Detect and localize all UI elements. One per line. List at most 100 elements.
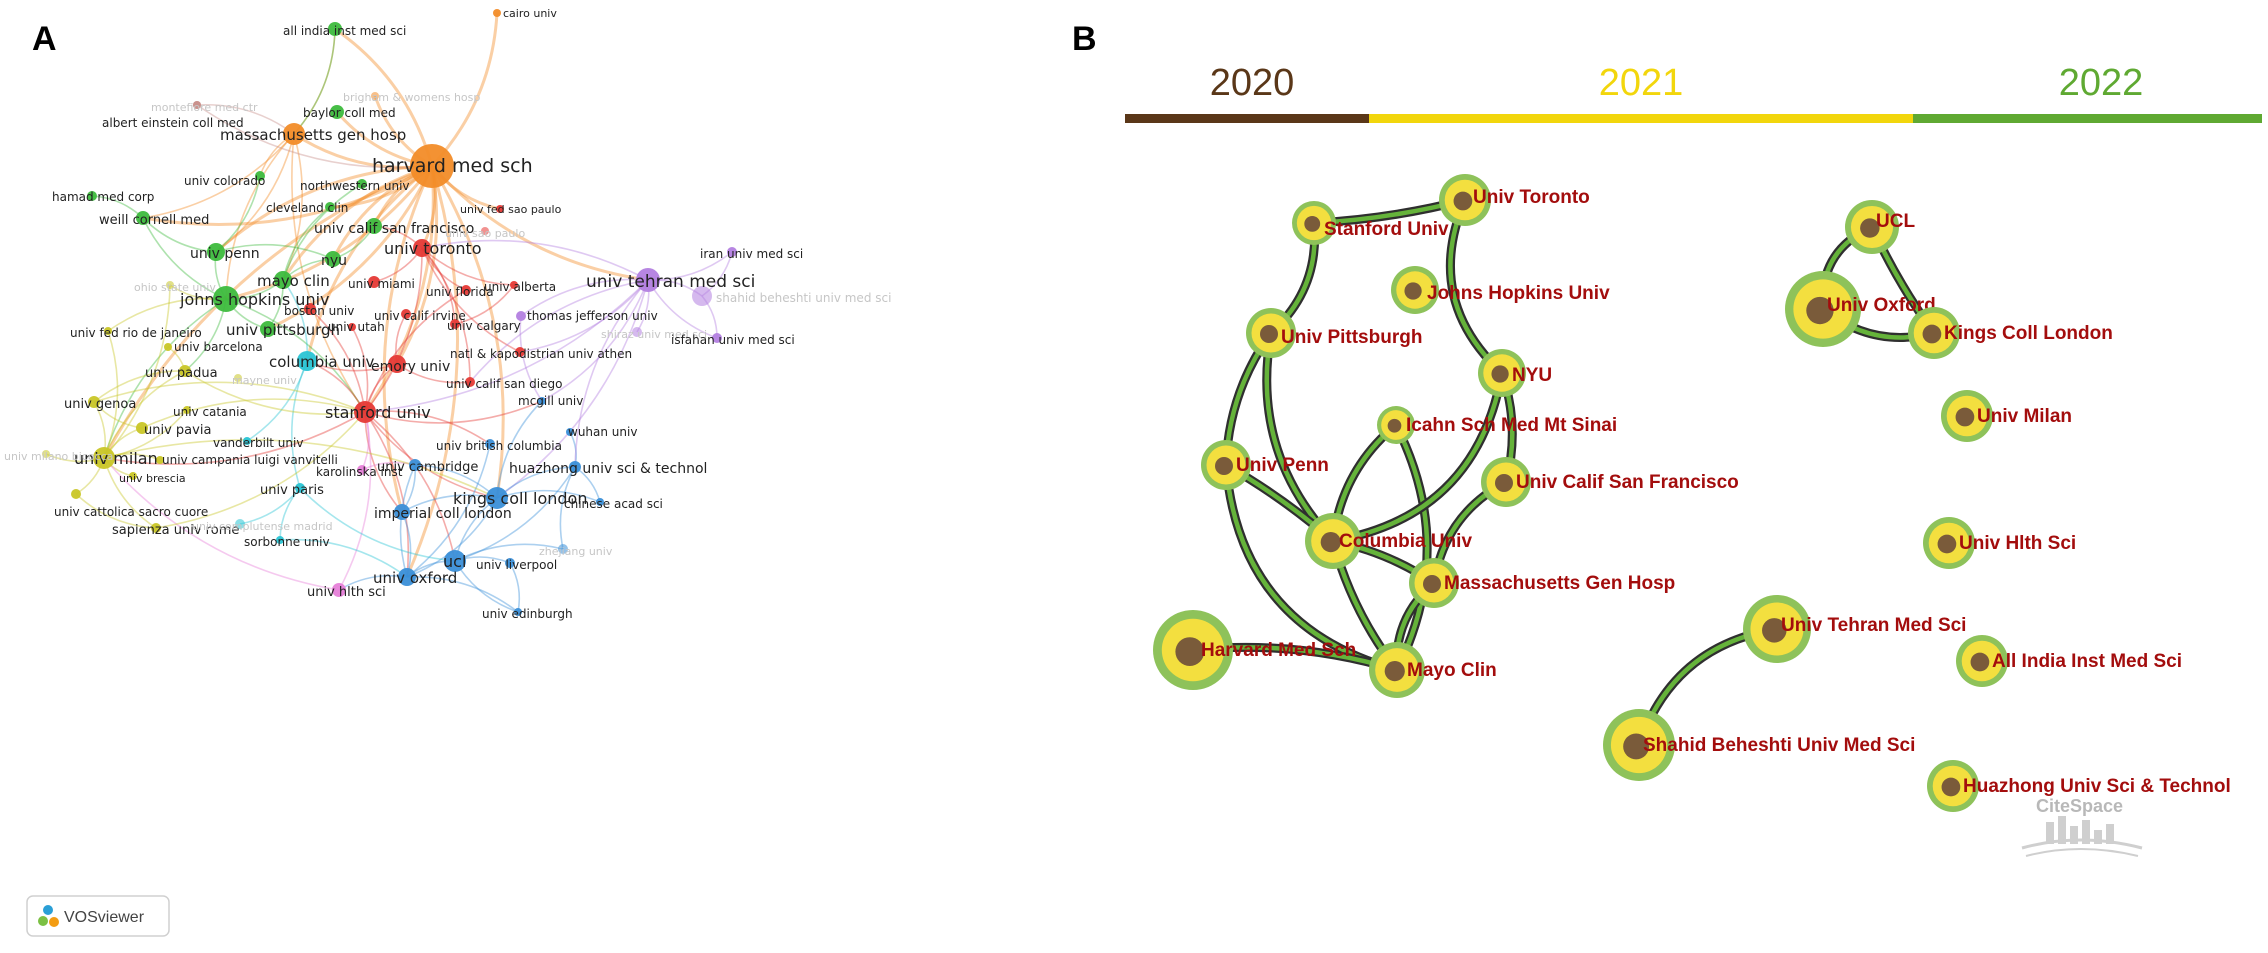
network-node	[274, 271, 292, 289]
network-node	[398, 568, 416, 586]
network-node	[461, 285, 471, 295]
network-edge	[364, 247, 423, 413]
network-node-label: vanderbilt univ	[213, 436, 303, 450]
network-node	[388, 355, 406, 373]
network-node-label: univ miami	[348, 277, 415, 291]
network-node	[510, 281, 518, 289]
network-edge	[103, 370, 186, 459]
network-node	[450, 319, 460, 329]
network-edge	[454, 543, 564, 562]
node-core-2020	[1175, 637, 1205, 666]
network-node	[297, 351, 317, 371]
network-edge	[225, 133, 295, 300]
node-core-2020	[1495, 474, 1513, 492]
network-edge	[421, 247, 521, 353]
node-core-2020	[1423, 575, 1441, 593]
network-node-label: univ cambridge	[377, 460, 478, 475]
citespace-node-label: Icahn Sch Med Mt Sinai	[1406, 415, 1617, 436]
network-edge	[291, 360, 308, 489]
network-node	[193, 101, 201, 109]
vosviewer-logo-text: VOSviewer	[64, 909, 145, 926]
network-node-label: ohio state univ	[134, 281, 216, 294]
network-node	[348, 323, 356, 331]
network-node	[444, 550, 466, 572]
network-edge	[338, 411, 372, 591]
network-node-label: zhejiang univ	[539, 545, 613, 558]
node-core-2020	[1937, 534, 1957, 554]
network-edge	[239, 487, 301, 525]
network-node	[183, 406, 191, 414]
network-edge	[293, 28, 336, 135]
network-node-label: univ alberta	[484, 280, 556, 294]
network-edge	[103, 284, 171, 459]
network-node	[295, 483, 305, 493]
network-node-label: northwestern univ	[300, 179, 410, 193]
node-core-2020	[1260, 325, 1278, 343]
year-label-2020: 2020	[1210, 62, 1295, 104]
network-node-label: univ british columbia	[436, 439, 562, 453]
network-node-label: chinese acad sci	[564, 497, 663, 511]
network-node-label: univ calif san francisco	[314, 221, 474, 237]
network-node	[692, 286, 712, 306]
network-edge	[364, 411, 498, 499]
network-node-label: univ hlth sci	[307, 585, 386, 600]
network-node-label: univ pavia	[144, 423, 211, 438]
node-core-2020	[1955, 407, 1975, 427]
network-node-label: univ calif irvine	[374, 309, 466, 323]
network-node	[485, 439, 495, 449]
network-node-label: hamad med corp	[52, 190, 154, 204]
network-node	[493, 9, 501, 17]
network-node	[328, 22, 342, 36]
network-edge	[215, 164, 433, 254]
network-edge	[454, 284, 515, 325]
network-edge	[184, 370, 366, 415]
vosviewer-icon	[38, 905, 59, 927]
network-edge	[107, 297, 227, 332]
network-node-label: huazhong univ sci & technol	[509, 461, 707, 477]
network-node-label: iran univ med sci	[700, 247, 803, 261]
network-node	[207, 243, 225, 261]
network-node	[235, 519, 245, 529]
network-node	[538, 397, 546, 405]
network-edge	[559, 466, 576, 550]
node-core-2020	[1970, 652, 1990, 672]
network-edge	[225, 298, 366, 413]
citespace-node-label: Stanford Univ	[1324, 219, 1449, 240]
network-edge	[267, 165, 434, 331]
network-node-label: brigham & womens hosp	[343, 91, 480, 104]
network-edge	[520, 278, 649, 317]
network-edge	[421, 247, 471, 383]
network-node-label: karolinska inst	[316, 465, 403, 479]
network-node	[151, 523, 161, 533]
network-edge	[406, 576, 519, 613]
network-edge	[399, 464, 416, 578]
citespace-watermark: CiteSpace	[2021, 796, 2143, 857]
citespace-node-label: Kings Coll London	[1944, 323, 2113, 344]
network-node-label: emory univ	[371, 359, 450, 375]
network-node	[566, 428, 574, 436]
network-edge	[364, 279, 649, 413]
timeline-link-outline	[1328, 368, 1507, 546]
network-edge	[430, 165, 505, 499]
citespace-node-label: All India Inst Med Sci	[1992, 651, 2182, 672]
network-edge	[93, 381, 366, 413]
network-node	[515, 347, 525, 357]
citespace-node-label: Harvard Med Sch	[1201, 640, 1356, 661]
network-edge	[246, 360, 308, 442]
network-node-label: univ brescia	[119, 472, 186, 485]
network-node	[213, 286, 239, 312]
network-node-label: univ milano bicocca	[4, 450, 113, 463]
network-edge	[282, 183, 363, 281]
network-node-label: ucl	[443, 552, 466, 571]
network-node-label: columbia univ	[269, 353, 375, 371]
network-node	[516, 311, 526, 321]
network-edge	[215, 133, 295, 253]
network-node	[712, 333, 722, 343]
network-node	[354, 401, 376, 423]
network-edge	[103, 457, 340, 591]
panel-a-nodes	[42, 9, 737, 616]
network-edge	[364, 411, 456, 562]
network-node-label: univ tehran med sci	[586, 272, 755, 292]
